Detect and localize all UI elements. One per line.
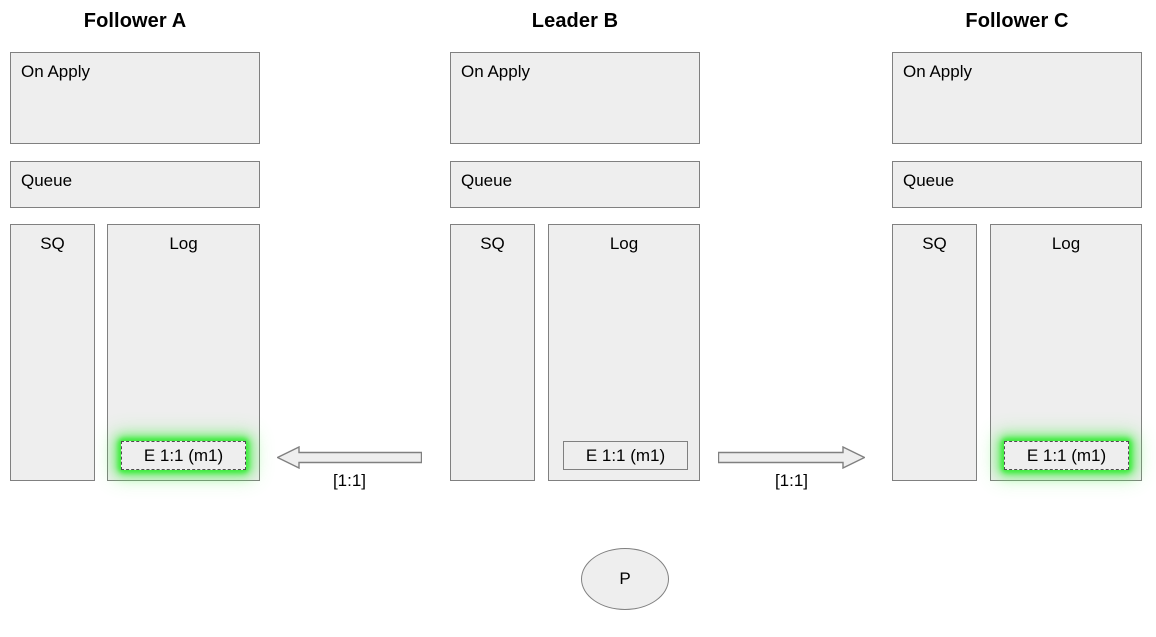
log-entry-follower-c[interactable]: E 1:1 (m1)	[1004, 441, 1129, 470]
on-apply-box-leader-b[interactable]: On Apply	[450, 52, 700, 144]
queue-label: Queue	[21, 171, 73, 190]
on-apply-label: On Apply	[21, 62, 90, 81]
column-title-follower-a: Follower A	[83, 10, 187, 32]
arrow-b-to-c-label: [1:1]	[774, 471, 809, 490]
queue-box-follower-a[interactable]: Queue	[10, 161, 260, 208]
on-apply-box-follower-a[interactable]: On Apply	[10, 52, 260, 144]
log-label: Log	[1051, 234, 1081, 253]
sq-label: SQ	[922, 234, 947, 253]
queue-label: Queue	[461, 171, 513, 190]
log-label: Log	[609, 234, 639, 253]
sq-box-leader-b[interactable]: SQ	[450, 224, 535, 481]
sq-box-follower-c[interactable]: SQ	[892, 224, 977, 481]
arrow-b-to-c[interactable]	[718, 446, 865, 469]
arrow-b-to-a[interactable]	[277, 446, 422, 469]
client-node-p[interactable]: P	[581, 548, 669, 610]
queue-box-follower-c[interactable]: Queue	[892, 161, 1142, 208]
queue-box-leader-b[interactable]: Queue	[450, 161, 700, 208]
arrow-b-to-a-label: [1:1]	[332, 471, 367, 490]
sq-box-follower-a[interactable]: SQ	[10, 224, 95, 481]
arrow-right-icon	[718, 446, 865, 469]
queue-label: Queue	[903, 171, 955, 190]
on-apply-label: On Apply	[903, 62, 972, 81]
sq-label: SQ	[480, 234, 505, 253]
log-box-follower-a[interactable]: Log	[107, 224, 260, 481]
log-label: Log	[169, 234, 198, 253]
column-title-follower-c: Follower C	[965, 10, 1069, 32]
on-apply-label: On Apply	[461, 62, 530, 81]
column-title-leader-b: Leader B	[531, 10, 619, 32]
sq-label: SQ	[40, 234, 65, 253]
on-apply-box-follower-c[interactable]: On Apply	[892, 52, 1142, 144]
log-entry-leader-b[interactable]: E 1:1 (m1)	[563, 441, 688, 470]
log-box-follower-c[interactable]: Log	[990, 224, 1142, 481]
log-box-leader-b[interactable]: Log	[548, 224, 700, 481]
log-entry-follower-a[interactable]: E 1:1 (m1)	[121, 441, 246, 470]
arrow-left-icon	[277, 446, 422, 469]
